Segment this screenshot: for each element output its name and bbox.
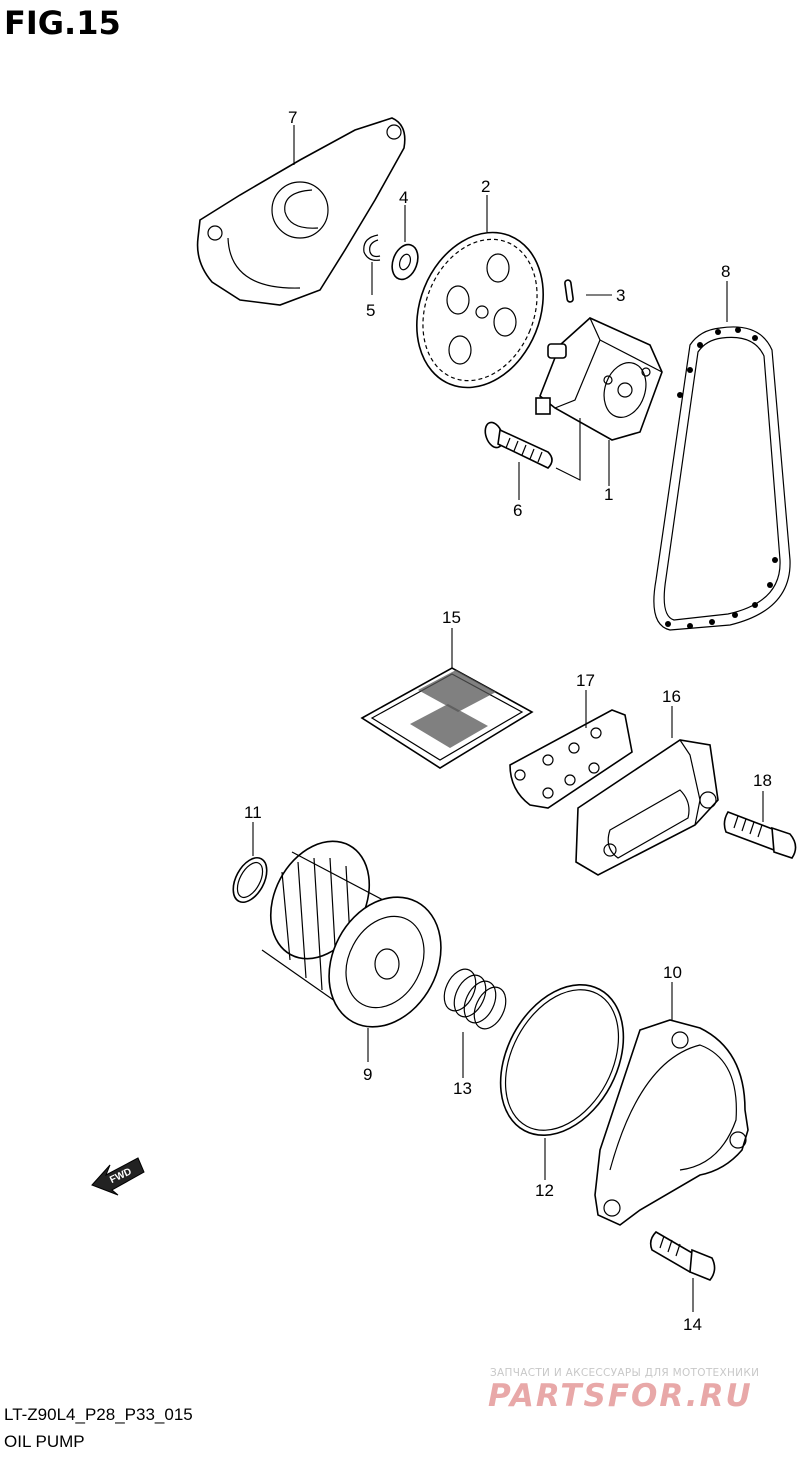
fwd-arrow-icon: FWD (91, 1157, 145, 1196)
part-7-cover-plate[interactable] (196, 117, 406, 306)
part-4-washer[interactable] (388, 241, 423, 283)
part-8-drive-chain[interactable] (653, 326, 791, 631)
watermark-logo: PARTSFOR.RU (488, 1378, 753, 1414)
part-14-bolt[interactable] (649, 1230, 716, 1281)
part-15-oil-strainer[interactable] (360, 667, 534, 769)
part-10-filter-cap[interactable] (594, 1019, 749, 1226)
part-5-circlip[interactable] (363, 234, 381, 261)
callout-2: 2 (481, 177, 490, 196)
leader-lines (252, 125, 764, 1312)
part-17-gasket[interactable] (509, 709, 633, 809)
figure-code: LT-Z90L4_P28_P33_015 (4, 1405, 193, 1424)
callout-10: 10 (663, 963, 682, 982)
callout-9: 9 (363, 1065, 372, 1084)
part-2-oil-pump-gear[interactable] (394, 213, 565, 406)
part-6-screw[interactable] (482, 420, 553, 469)
callout-5: 5 (366, 301, 375, 320)
callout-18: 18 (753, 771, 772, 790)
callout-12: 12 (535, 1181, 554, 1200)
callout-numbers: 7 2 3 4 5 6 1 8 15 17 16 18 11 9 13 12 1… (244, 108, 772, 1334)
callout-8: 8 (721, 262, 730, 281)
callout-3: 3 (616, 286, 625, 305)
part-16-strainer-cover[interactable] (575, 739, 719, 876)
part-18-bolt[interactable] (723, 811, 797, 859)
part-3-pin[interactable] (564, 279, 574, 303)
part-1-oil-pump-body[interactable] (535, 317, 663, 441)
part-12-large-o-ring[interactable] (476, 964, 648, 1157)
figure-title: FIG.15 (4, 4, 121, 42)
callout-6: 6 (513, 501, 522, 520)
callout-13: 13 (453, 1079, 472, 1098)
part-11-o-ring[interactable] (226, 852, 273, 908)
figure-name: OIL PUMP (4, 1432, 85, 1451)
part-9-oil-filter[interactable] (251, 824, 463, 1046)
watermark-tagline: ЗАПЧАСТИ И АКСЕССУАРЫ ДЛЯ МОТОТЕХНИКИ (490, 1367, 760, 1379)
callout-16: 16 (662, 687, 681, 706)
callout-7: 7 (288, 108, 297, 127)
callout-1: 1 (604, 485, 613, 504)
callout-15: 15 (442, 608, 461, 627)
callout-14: 14 (683, 1315, 702, 1334)
part-13-spring[interactable] (438, 964, 512, 1034)
callout-4: 4 (399, 188, 408, 207)
callout-17: 17 (576, 671, 595, 690)
callout-11: 11 (244, 803, 262, 822)
